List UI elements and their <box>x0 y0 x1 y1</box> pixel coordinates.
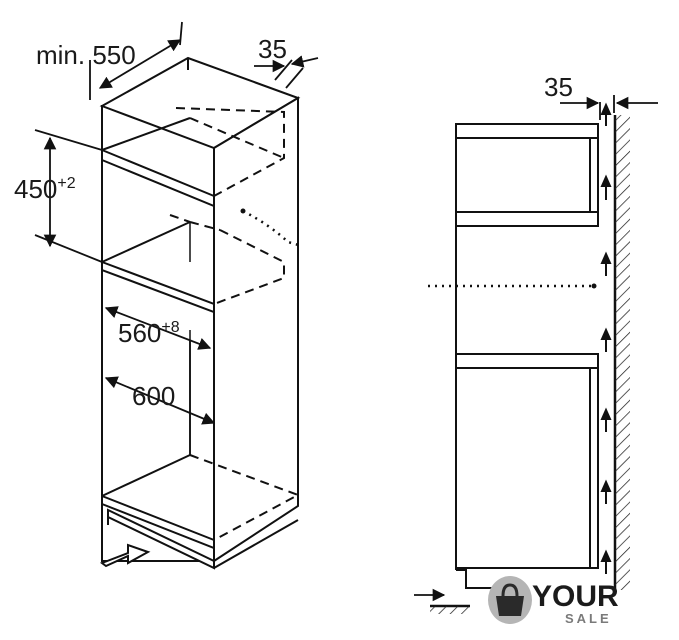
cabinet-right-side <box>213 96 299 563</box>
dimension-width-label: 600 <box>132 381 175 411</box>
dimension-inner-width-label: 560+8 <box>118 318 180 348</box>
logo-word-main: YOUR <box>532 580 619 613</box>
dimension-height-label: 450+2 <box>14 174 76 204</box>
airflow-up-arrow-icon <box>600 327 612 340</box>
ventilation-point <box>240 208 246 214</box>
dimension-lines-right <box>414 95 658 602</box>
airflow-up-arrow-icon <box>600 102 612 115</box>
dimension-depth-label: min. 550 <box>36 40 136 70</box>
airflow-up-arrow-icon <box>600 407 612 420</box>
dimension-wall-gap-label: 35 <box>544 72 573 102</box>
shopping-bag-icon <box>496 596 524 616</box>
airflow-up-arrow-icon <box>600 251 612 264</box>
appliance-niche-outline <box>169 107 301 541</box>
cabinet-section-view <box>430 115 630 614</box>
upper-shelf <box>101 148 215 208</box>
lower-shelf-section <box>455 353 599 369</box>
logo-word-sub: SALE <box>565 611 612 626</box>
center-point <box>591 283 597 289</box>
dimension-gap-label: 35 <box>258 34 287 64</box>
dimension-lines-left <box>34 21 319 455</box>
bottom-shelf <box>101 494 215 550</box>
airflow-up-arrow-icon <box>600 174 612 187</box>
top-panel <box>455 123 599 139</box>
airflow-up-arrow-icon <box>600 549 612 562</box>
airflow-arrows <box>600 102 612 574</box>
middle-shelf <box>101 260 215 314</box>
your-sale-logo: YOUR SALE <box>488 576 619 626</box>
cabinet-isometric <box>99 56 301 570</box>
upper-shelf-section <box>455 211 599 227</box>
air-inlet-arrow-icon <box>99 543 151 568</box>
wall-hatching <box>615 115 630 590</box>
airflow-up-arrow-icon <box>600 479 612 492</box>
